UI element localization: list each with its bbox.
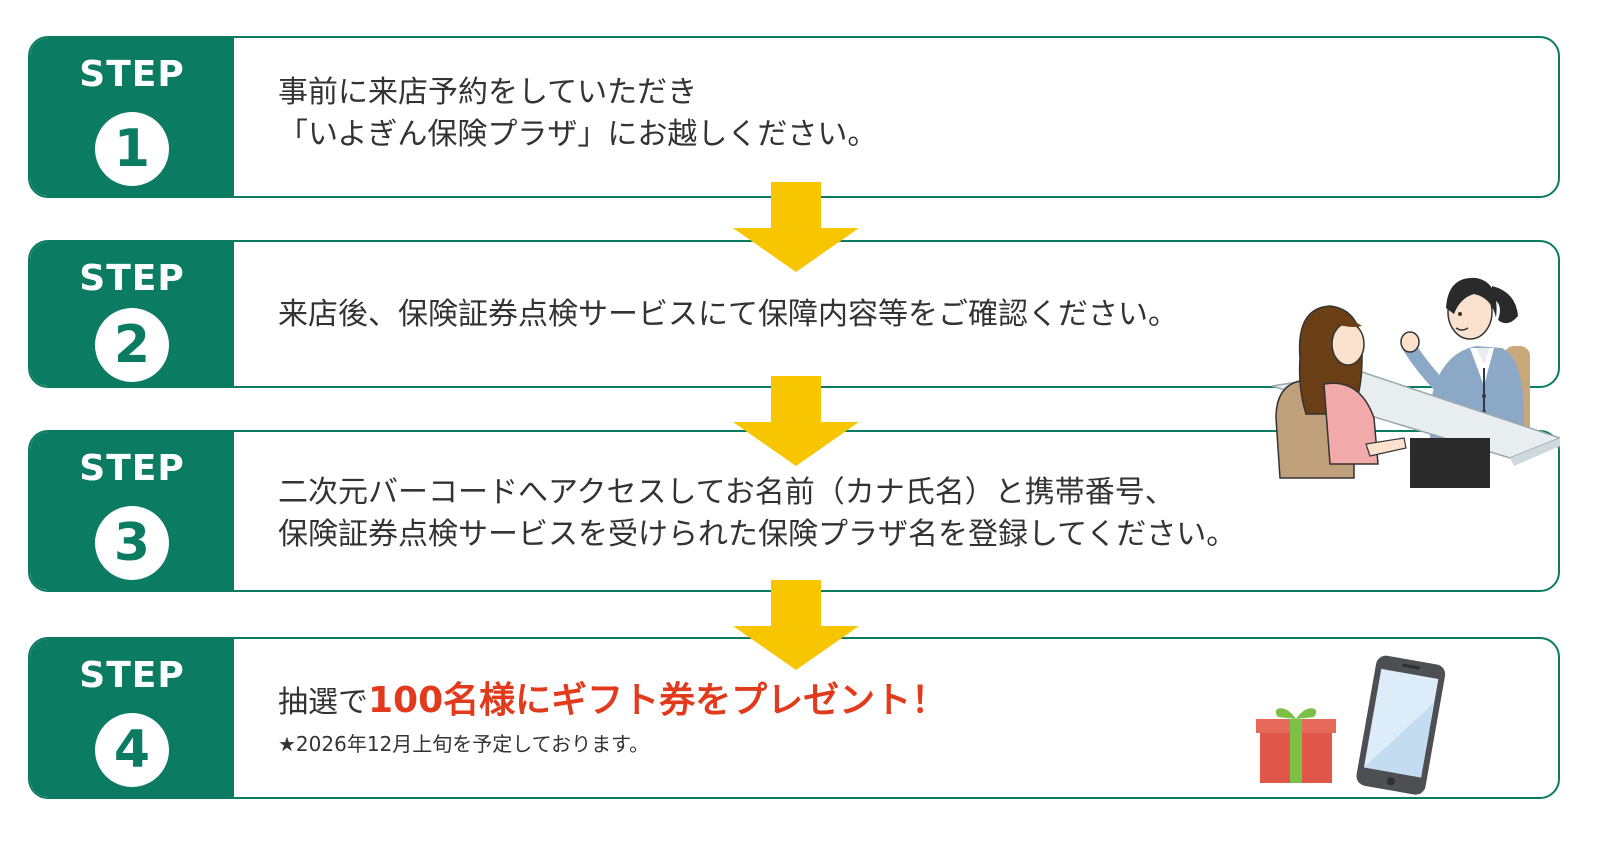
down-arrow-icon [733, 376, 859, 466]
step-3-line-2: 保険証券点検サービスを受けられた保険プラザ名を登録してください。 [278, 517, 1237, 552]
step-label: STEP [79, 54, 185, 95]
gift-box-icon [1256, 708, 1336, 783]
step-4-badge: STEP 4 [30, 639, 234, 797]
down-arrow-icon [733, 182, 859, 272]
consultation-illustration [1271, 277, 1560, 488]
step-1-card: STEP 1 事前に来店予約をしていただき 「いよぎん保険プラザ」にお越しくださ… [28, 36, 1560, 198]
step-number: 2 [95, 308, 169, 382]
step-3-badge: STEP 3 [30, 432, 234, 590]
step-4-text: 抽選で100名様にギフト券をプレゼント！ ★2026年12月上旬を予定しておりま… [278, 679, 1518, 761]
step-4-headline: 抽選で100名様にギフト券をプレゼント！ [278, 679, 1518, 725]
step-number: 3 [95, 506, 169, 580]
step-number: 1 [95, 112, 169, 186]
step-2-badge: STEP 2 [30, 242, 234, 386]
step-4-highlight: 100名様にギフト券をプレゼント！ [368, 680, 948, 721]
step-4-note: ★2026年12月上旬を予定しております。 [278, 732, 650, 756]
step-2-text: 来店後、保険証券点検サービスにて保障内容等をご確認ください。 [278, 294, 1518, 336]
step-4-lead: 抽選で [278, 685, 368, 720]
step-3-text: 二次元バーコードへアクセスしてお名前（カナ氏名）と携帯番号、 保険証券点検サービ… [278, 472, 1518, 556]
step-label: STEP [79, 258, 185, 299]
step-2-line-1: 来店後、保険証券点検サービスにて保障内容等をご確認ください。 [278, 297, 1178, 332]
step-label: STEP [79, 655, 185, 696]
step-1-line-1: 事前に来店予約をしていただき [278, 75, 698, 110]
step-label: STEP [79, 448, 185, 489]
step-number: 4 [95, 713, 169, 787]
smartphone-icon [1356, 655, 1446, 795]
step-1-text: 事前に来店予約をしていただき 「いよぎん保険プラザ」にお越しください。 [278, 72, 1518, 156]
step-1-badge: STEP 1 [30, 38, 234, 196]
step-3-line-1: 二次元バーコードへアクセスしてお名前（カナ氏名）と携帯番号、 [278, 475, 1175, 510]
step-1-line-2: 「いよぎん保険プラザ」にお越しください。 [278, 117, 878, 152]
down-arrow-icon [733, 580, 859, 670]
